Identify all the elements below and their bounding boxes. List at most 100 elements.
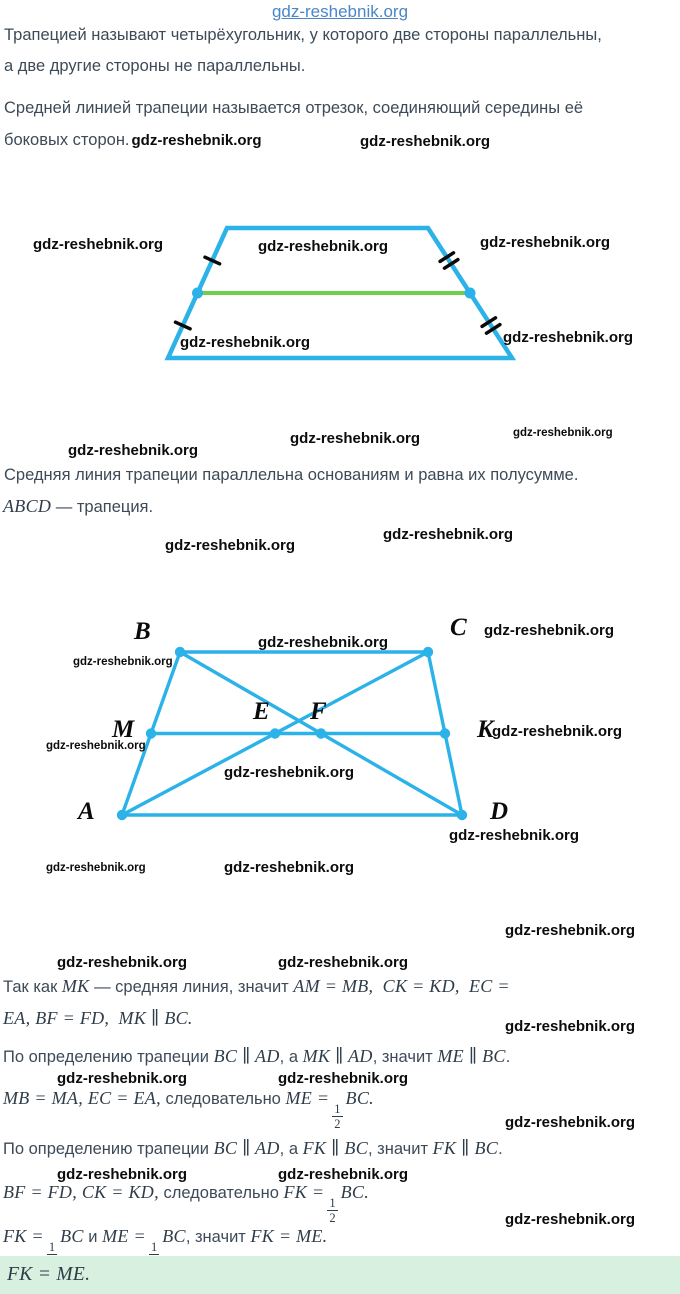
watermark: gdz-reshebnik.org bbox=[360, 133, 491, 150]
math-text: FK = ME. bbox=[250, 1226, 328, 1246]
vertex-label-b: B bbox=[134, 618, 151, 645]
tick-mark-lower-left bbox=[173, 320, 192, 331]
watermark: gdz-reshebnik.org bbox=[46, 740, 146, 752]
abcd-statement: ABCD — трапеция. bbox=[3, 496, 153, 517]
watermark: gdz-reshebnik.org bbox=[290, 430, 421, 447]
tick-mark-upper-left bbox=[203, 255, 222, 266]
plain-text: — трапеция. bbox=[51, 498, 154, 516]
tick-mark-upper-right-2 bbox=[442, 257, 460, 270]
solution-line-5: По определению трапеции BC ∥ AD, а FK ∥ … bbox=[3, 1138, 503, 1159]
point-c bbox=[422, 646, 434, 658]
point-f bbox=[315, 728, 327, 739]
watermark: gdz-reshebnik.org bbox=[503, 329, 634, 346]
vertex-label-a: A bbox=[78, 798, 95, 825]
vertex-label-m: M bbox=[112, 716, 135, 743]
math-text: BC. bbox=[340, 1182, 369, 1202]
watermark: gdz-reshebnik.org bbox=[505, 922, 636, 939]
math-text: BF = FD, CK = KD, bbox=[3, 1182, 159, 1202]
watermark: gdz-reshebnik.org bbox=[383, 526, 514, 543]
plain-text: . bbox=[505, 1048, 511, 1066]
plain-text: , а bbox=[279, 1140, 303, 1158]
plain-text: Так как bbox=[3, 978, 62, 996]
math-text: FK = ME. bbox=[7, 1264, 91, 1285]
math-text: ME = bbox=[102, 1226, 146, 1246]
watermark: gdz-reshebnik.org bbox=[57, 954, 188, 971]
watermark: gdz-reshebnik.org bbox=[513, 427, 613, 439]
math-text: AM = MB, CK = KD, EC = bbox=[293, 976, 510, 996]
result-text: FK = ME. bbox=[7, 1264, 90, 1286]
vertex-label-c: C bbox=[450, 614, 467, 641]
vertex-label-f: F bbox=[310, 698, 327, 725]
watermark: gdz-reshebnik.org bbox=[278, 1166, 409, 1183]
point-k bbox=[439, 728, 451, 739]
plain-text: . bbox=[498, 1140, 503, 1158]
intro-line-4: боковых сторон.gdz-reshebnik.org bbox=[4, 131, 262, 150]
site-link[interactable]: gdz-reshebnik.org bbox=[271, 2, 409, 21]
point-m bbox=[145, 728, 157, 739]
point-b bbox=[174, 646, 186, 658]
watermark: gdz-reshebnik.org bbox=[480, 234, 611, 251]
vertex-label-e: E bbox=[253, 698, 270, 725]
watermark: gdz-reshebnik.org bbox=[258, 238, 389, 255]
math-text: BC bbox=[162, 1226, 186, 1246]
math-text: ME ∥ BC bbox=[437, 1046, 506, 1066]
solution-line-1: Так как MK — средняя линия, значит AM = … bbox=[3, 976, 510, 997]
math-text: ME = bbox=[285, 1088, 330, 1108]
watermark: gdz-reshebnik.org bbox=[180, 334, 311, 351]
watermark: gdz-reshebnik.org bbox=[73, 656, 173, 668]
solution-line-3: По определению трапеции BC ∥ AD, а MK ∥ … bbox=[3, 1046, 510, 1067]
math-text: MB = MA, EC = EA, bbox=[3, 1088, 161, 1108]
math-text: FK ∥ BC bbox=[302, 1138, 369, 1158]
watermark: gdz-reshebnik.org bbox=[224, 859, 355, 876]
plain-text: По определению трапеции bbox=[3, 1048, 214, 1066]
plain-text: — средняя линия, значит bbox=[89, 978, 294, 996]
intro-line-1: Трапецией называют четырёхугольник, у ко… bbox=[4, 26, 602, 44]
math-text: FK = bbox=[3, 1226, 44, 1246]
plain-text: , значит bbox=[185, 1228, 251, 1246]
math-text: MK ∥ AD bbox=[302, 1046, 373, 1066]
watermark: gdz-reshebnik.org bbox=[46, 862, 146, 874]
tick-mark-lower-right-2 bbox=[484, 322, 502, 335]
midline-endpoint-right bbox=[464, 287, 476, 299]
watermark: gdz-reshebnik.org bbox=[57, 1166, 188, 1183]
plain-text: По определению трапеции bbox=[3, 1140, 214, 1158]
watermark: gdz-reshebnik.org bbox=[57, 1070, 188, 1087]
property-text: Средняя линия трапеции параллельна основ… bbox=[4, 466, 579, 484]
result-highlight: FK = ME. bbox=[0, 1256, 680, 1294]
watermark: gdz-reshebnik.org bbox=[224, 764, 355, 781]
watermark: gdz-reshebnik.org bbox=[33, 236, 164, 253]
trapezoid-abcd-diagram bbox=[116, 646, 468, 821]
math-text: MK bbox=[61, 976, 90, 996]
math-text: ABCD bbox=[3, 496, 52, 516]
intro-line-3: Средней линией трапеции называется отрез… bbox=[4, 99, 584, 117]
plain-text: , значит bbox=[372, 1048, 438, 1066]
math-text: BC. bbox=[345, 1088, 374, 1108]
plain-text: следовательно bbox=[158, 1184, 284, 1202]
tick-mark-upper-right-1 bbox=[438, 251, 456, 264]
trapezoid-outline bbox=[164, 225, 517, 361]
solution-line-2: EA, BF = FD, MK ∥ BC. bbox=[3, 1008, 193, 1029]
watermark: gdz-reshebnik.org bbox=[484, 622, 615, 639]
midline-endpoint-left bbox=[192, 287, 203, 299]
header: gdz-reshebnik.org bbox=[0, 2, 680, 22]
vertex-label-k: K bbox=[477, 716, 494, 743]
math-text: BC bbox=[60, 1226, 84, 1246]
trapezoid-midline-diagram bbox=[164, 225, 517, 361]
watermark: gdz-reshebnik.org bbox=[68, 442, 199, 459]
math-text: FK ∥ BC bbox=[432, 1138, 499, 1158]
vertex-label-d: D bbox=[490, 798, 509, 825]
point-a bbox=[116, 809, 128, 821]
plain-text: следовательно bbox=[160, 1090, 286, 1108]
plain-text: и bbox=[83, 1228, 103, 1246]
watermark: gdz-reshebnik.org bbox=[258, 634, 389, 651]
plain-text: , а bbox=[279, 1048, 303, 1066]
math-text: EA, BF = FD, MK ∥ BC. bbox=[3, 1008, 193, 1028]
watermark: gdz-reshebnik.org bbox=[165, 537, 296, 554]
point-e bbox=[269, 728, 281, 739]
math-text: BC ∥ AD bbox=[213, 1046, 280, 1066]
watermark: gdz-reshebnik.org bbox=[505, 1211, 636, 1228]
